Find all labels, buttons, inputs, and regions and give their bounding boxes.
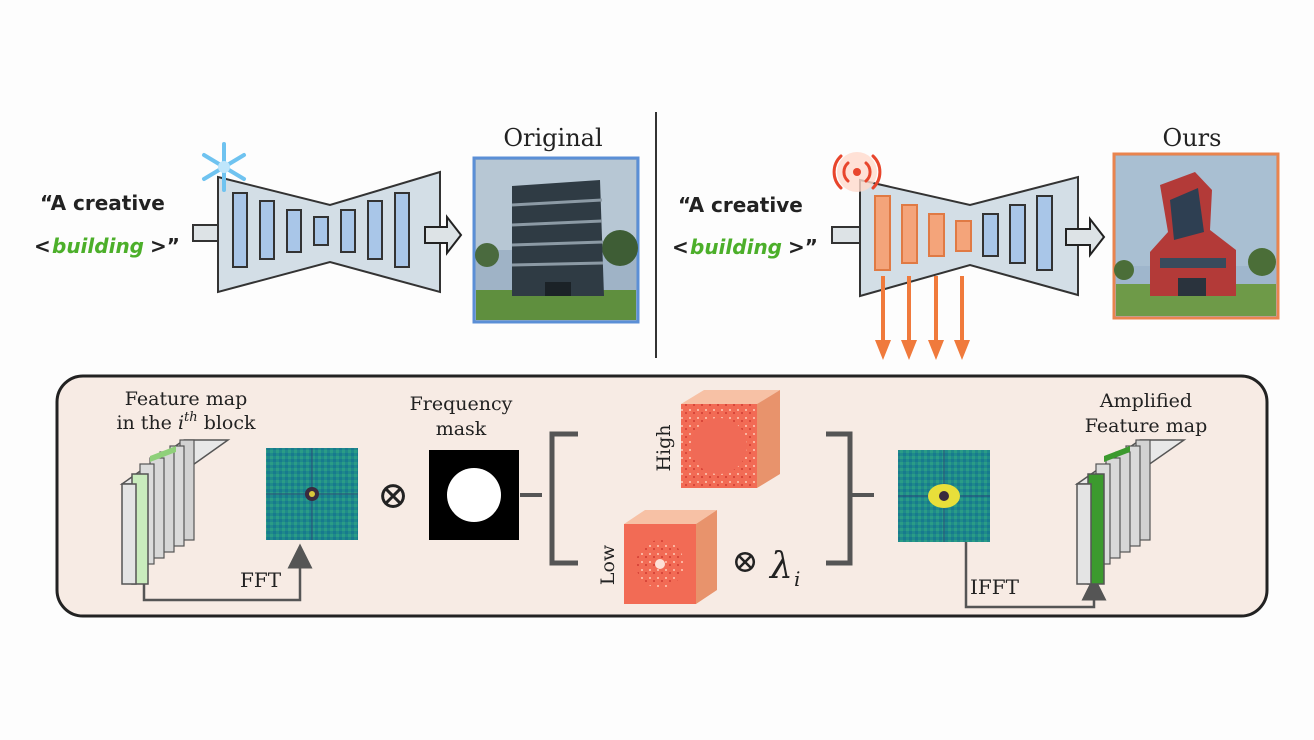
amplified-feature-map-stack [1074,439,1187,585]
bracket-left [549,431,578,566]
prompt-left-open: < [34,234,51,258]
unet-left-block [259,200,275,260]
prompt-left: “A creative < building >” [34,191,180,258]
output-arrow-right [1065,216,1106,258]
ours-image [1112,152,1280,320]
lambda-symbol: λ [768,546,793,587]
low-label: Low [597,544,619,585]
prompt-right: “A creative < building >” [672,193,818,259]
high-label: High [653,424,675,471]
unet-right-block [1036,195,1053,271]
unet-left-block [394,192,410,268]
ifft-arrow [964,542,1107,609]
unet-left-block [313,216,329,246]
frequency-panel [55,374,1269,618]
spectrum-output [898,450,990,542]
prompt-right-open: < [672,235,689,259]
signal-waves-icon [832,152,882,192]
unet-right-block [982,213,999,257]
unet-left-block [340,209,356,253]
unet-left-block [367,200,383,260]
amplified-label: Amplified Feature map [1085,390,1207,437]
lambda-scale: λ i [768,546,800,591]
amplified-label-line1: Amplified [1099,390,1192,412]
prompt-right-close: >” [788,235,818,259]
prompt-right-word: building [690,235,782,259]
unet-right [859,175,1079,298]
unet-right-block-amplified [955,220,972,252]
feature-map-label: Feature map in the ith block [116,388,256,434]
mask-label-line2: mask [436,418,487,440]
prompt-right-line1: “A creative [678,193,803,217]
orange-extract-arrows [875,276,970,360]
unet-right-block-amplified [874,195,891,271]
original-image [472,156,640,324]
low-frequency-cube [624,510,717,604]
unet-right-block-amplified [901,204,918,264]
ifft-label: IFFT [970,575,1020,599]
prompt-left-word: building [52,234,144,258]
unet-left-block [286,209,302,253]
spectrum-input [266,448,358,540]
unet-left [217,170,441,294]
frequency-mask [429,450,519,540]
fft-arrow [142,543,313,602]
ours-label: Ours [1163,124,1222,152]
frequency-mask-label: Frequency mask [410,393,513,440]
input-arrow-right [831,226,861,244]
unet-left-block [232,192,248,268]
high-frequency-cube [681,390,780,488]
original-label: Original [503,124,602,152]
unet-right-block [1009,204,1026,264]
prompt-left-line1: “A creative [40,191,165,215]
feature-map-label-line2: in the ith block [116,410,256,434]
amplified-label-line2: Feature map [1085,415,1207,437]
multiply-symbol-2: ⊗ [732,542,759,580]
multiply-symbol-1: ⊗ [377,473,409,517]
feature-map-stack [119,439,231,585]
input-arrow-left [192,224,220,242]
mask-label-line1: Frequency [410,393,513,415]
lambda-subscript: i [794,567,800,591]
prompt-left-close: >” [150,234,180,258]
output-arrow-left [424,214,463,256]
fft-label: FFT [240,568,282,592]
bracket-right [826,431,853,566]
snowflake-icon [202,142,246,192]
feature-map-label-line1: Feature map [125,388,247,410]
unet-right-block-amplified [928,213,945,257]
